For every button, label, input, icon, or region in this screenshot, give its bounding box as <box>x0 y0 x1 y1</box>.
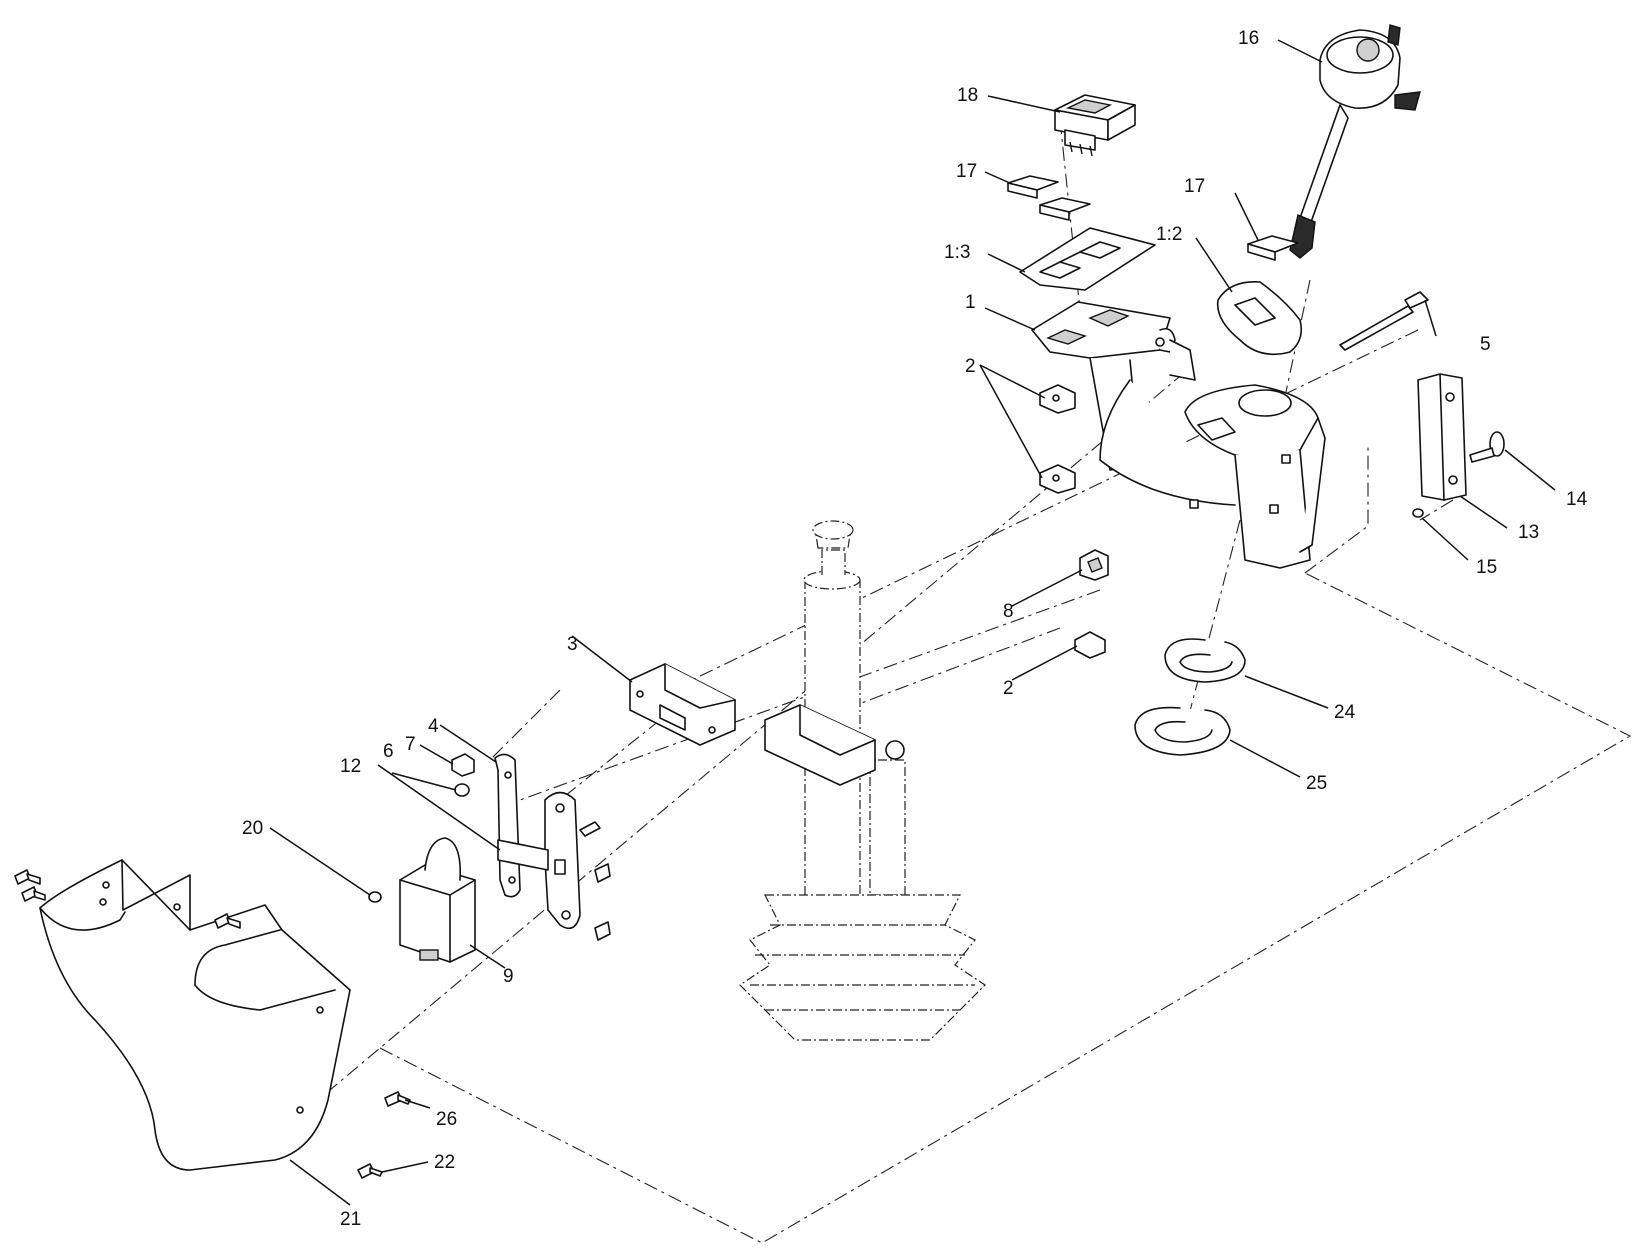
callout-26: 26 <box>436 1109 457 1130</box>
bracket-8 <box>1079 549 1109 581</box>
callout-9: 9 <box>503 966 514 987</box>
clamp-3 <box>629 663 736 746</box>
callout-1: 1 <box>965 292 976 313</box>
ring-24 <box>1164 638 1246 683</box>
callout-1-2: 1:2 <box>1156 224 1182 245</box>
callout-18: 18 <box>957 85 978 106</box>
rocker-switch <box>1054 94 1136 157</box>
decal-right <box>1216 281 1303 356</box>
control-lever-reference <box>739 520 986 1041</box>
callout-24: 24 <box>1334 702 1356 723</box>
fastener-26 <box>384 1091 411 1107</box>
fastener-22 <box>357 1163 383 1179</box>
callout-22: 22 <box>434 1152 455 1173</box>
plug-upper-right <box>1247 235 1299 261</box>
callout-7: 7 <box>405 734 416 755</box>
callout-16: 16 <box>1238 28 1259 49</box>
washer-15 <box>1412 508 1424 518</box>
decal-panel <box>1019 227 1156 291</box>
key-switch <box>1289 24 1421 259</box>
main-housing <box>1099 379 1326 569</box>
callout-17-left: 17 <box>956 161 977 182</box>
cover-21 <box>39 859 351 1171</box>
callout-20: 20 <box>242 818 263 839</box>
callout-4: 4 <box>428 716 439 737</box>
screw-small <box>579 821 611 941</box>
callout-6: 6 <box>383 741 394 762</box>
plug-upper-left <box>1007 175 1091 221</box>
relay-module-9 <box>399 837 476 963</box>
callout-1-3: 1:3 <box>944 242 970 263</box>
callout-17-right: 17 <box>1184 176 1205 197</box>
bolt-5 <box>1339 291 1429 351</box>
plate-13 <box>1417 373 1467 501</box>
ring-25 <box>1134 706 1231 756</box>
nut-6 <box>454 783 470 797</box>
callout-2-lower: 2 <box>1003 678 1014 699</box>
callout-5: 5 <box>1480 334 1491 355</box>
callout-2-upper: 2 <box>965 356 976 377</box>
bracket-12 <box>497 791 581 930</box>
callout-25: 25 <box>1306 773 1327 794</box>
leader-lines <box>269 39 1556 1206</box>
clip-lower <box>1074 631 1106 659</box>
clip-7 <box>451 753 475 777</box>
callout-13: 13 <box>1518 522 1539 543</box>
knob-14 <box>1469 431 1505 463</box>
callout-8: 8 <box>1003 601 1014 622</box>
callout-12: 12 <box>340 756 361 777</box>
callout-labels: 16 18 17 17 1:3 1:2 1 5 2 14 13 15 8 3 2… <box>242 28 1588 1230</box>
bracket-4 <box>494 753 521 898</box>
clip-upper <box>1039 384 1076 414</box>
callout-15: 15 <box>1476 557 1497 578</box>
callout-14: 14 <box>1566 489 1588 510</box>
screw-20 <box>368 891 382 903</box>
clip-middle <box>1039 464 1076 494</box>
screws-cover <box>14 869 241 929</box>
callout-21: 21 <box>340 1209 361 1230</box>
phantom-lines <box>329 119 1632 1244</box>
callout-3: 3 <box>567 634 578 655</box>
